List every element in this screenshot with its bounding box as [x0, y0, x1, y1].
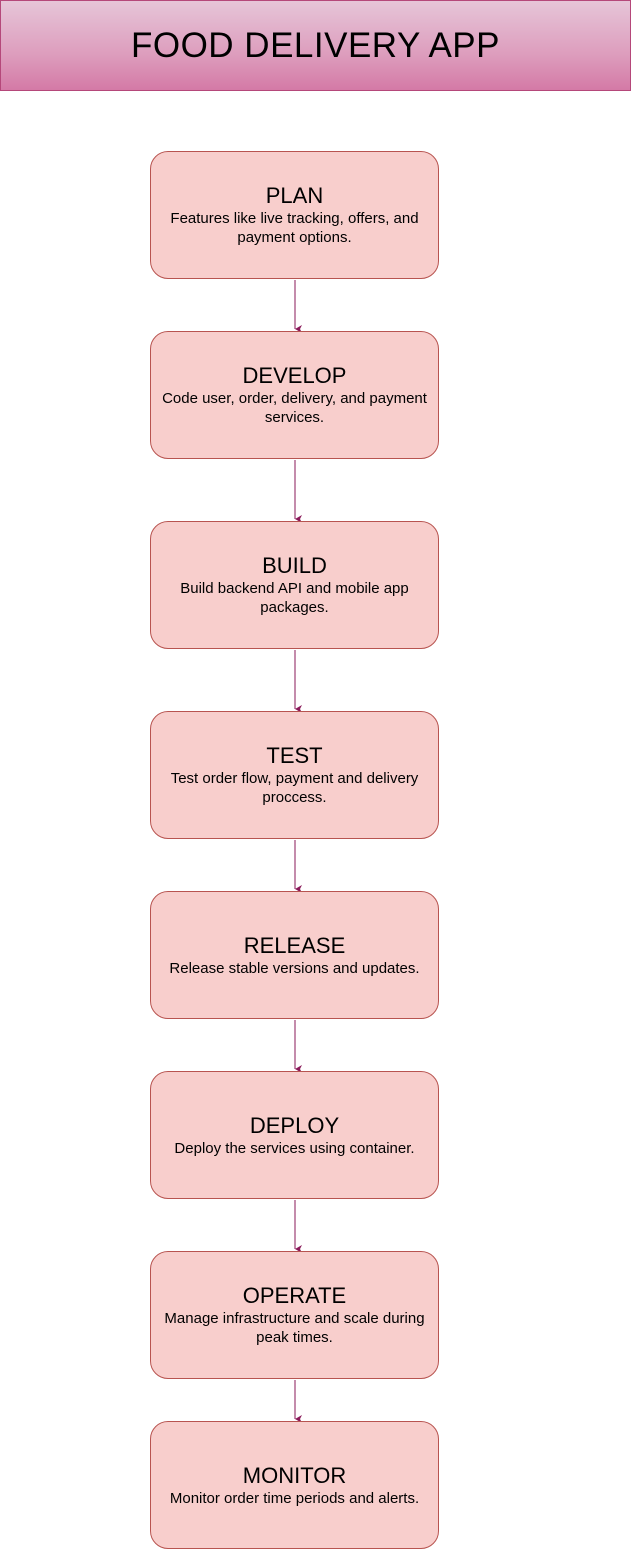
- step-deploy-description: Deploy the services using container.: [174, 1139, 415, 1157]
- step-build-description: Build backend API and mobile app package…: [180, 580, 409, 616]
- step-monitor-description: Monitor order time periods and alerts.: [169, 1489, 420, 1507]
- step-develop-description: Code user, order, delivery, and payment …: [162, 390, 427, 426]
- step-monitor: MONITOR Monitor order time periods and a…: [150, 1421, 439, 1549]
- page-title: FOOD DELIVERY APP: [130, 25, 500, 65]
- step-release-title: RELEASE: [243, 932, 346, 958]
- step-monitor-title: MONITOR: [242, 1462, 347, 1488]
- step-plan: PLAN Features like live tracking, offers…: [150, 151, 439, 279]
- step-operate-description: Manage infrastructure and scale during p…: [164, 1310, 425, 1346]
- step-test-title: TEST: [266, 743, 323, 768]
- step-develop: DEVELOP Code user, order, delivery, and …: [150, 331, 439, 459]
- step-develop-title: DEVELOP: [242, 363, 347, 388]
- step-release: RELEASE Release stable versions and upda…: [150, 891, 439, 1019]
- step-operate-title: OPERATE: [242, 1283, 347, 1308]
- step-build-title: BUILD: [262, 553, 327, 578]
- step-operate: OPERATE Manage infrastructure and scale …: [150, 1251, 439, 1379]
- step-release-description: Release stable versions and updates.: [169, 959, 420, 977]
- step-plan-title: PLAN: [265, 183, 324, 208]
- step-deploy: DEPLOY Deploy the services using contain…: [150, 1071, 439, 1199]
- step-build: BUILD Build backend API and mobile app p…: [150, 521, 439, 649]
- title-bar: FOOD DELIVERY APP: [0, 0, 631, 91]
- step-plan-description: Features like live tracking, offers, and…: [170, 210, 419, 246]
- step-test-description: Test order flow, payment and delivery pr…: [170, 770, 419, 806]
- step-deploy-title: DEPLOY: [249, 1112, 340, 1138]
- step-test: TEST Test order flow, payment and delive…: [150, 711, 439, 839]
